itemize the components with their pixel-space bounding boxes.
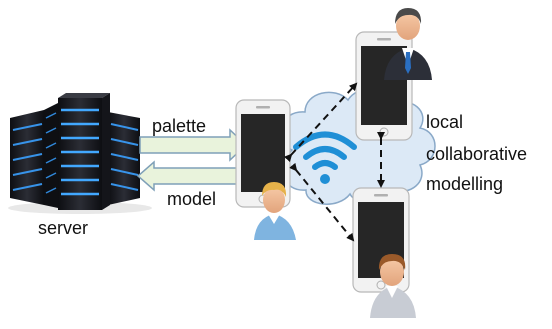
local-label-line3: modelling bbox=[426, 174, 503, 194]
server-rack-center bbox=[44, 93, 110, 210]
sync-arrow-center-top bbox=[283, 82, 358, 163]
server-label: server bbox=[38, 218, 88, 238]
model-arrow bbox=[136, 160, 239, 192]
server-rack-icon bbox=[8, 93, 152, 214]
sync-arrows bbox=[283, 82, 385, 242]
server-rack-left bbox=[10, 110, 44, 205]
sync-arrow-center-bottom bbox=[289, 162, 355, 242]
server-rack-right bbox=[108, 112, 140, 205]
businessman-avatar-icon bbox=[384, 8, 432, 80]
person-avatar-bottom-icon bbox=[370, 254, 416, 318]
local-label-line1: local bbox=[426, 112, 463, 132]
palette-label: palette bbox=[152, 116, 206, 136]
local-label-line2: collaborative bbox=[426, 144, 527, 164]
local-collaborative-modelling-label: local collaborative modelling bbox=[426, 112, 527, 194]
model-label: model bbox=[167, 189, 216, 209]
person-avatar-icon bbox=[254, 182, 296, 240]
